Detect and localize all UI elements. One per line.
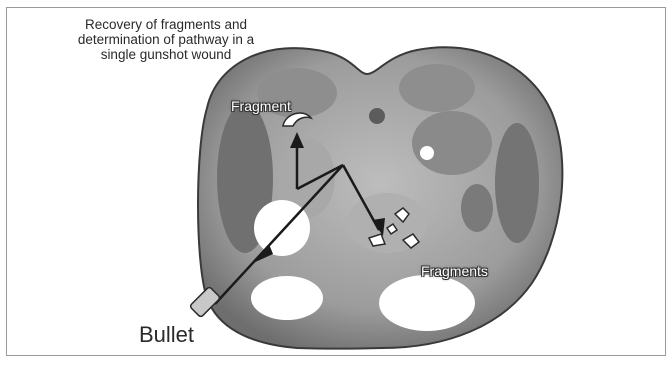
- gunshot-pathway-figure: Recovery of fragments and determination …: [6, 7, 666, 356]
- fragments-label: Fragments: [421, 263, 488, 279]
- abdominal-muscle-right: [399, 64, 475, 112]
- stomach-region: [412, 111, 492, 175]
- cavity-right-lower: [379, 275, 475, 331]
- caption-line-3: single gunshot wound: [51, 47, 281, 62]
- caption-line-1: Recovery of fragments and: [51, 17, 281, 32]
- right-muscle-region: [495, 123, 539, 243]
- bullet-label: Bullet: [139, 322, 194, 348]
- caption-line-2: determination of pathway in a: [51, 32, 281, 47]
- figure-caption: Recovery of fragments and determination …: [51, 17, 281, 62]
- fragment-label: Fragment: [231, 98, 291, 114]
- aorta: [369, 108, 385, 124]
- kidney-right: [461, 184, 493, 232]
- cavity-left-lower: [251, 276, 323, 320]
- small-cavity: [420, 146, 434, 160]
